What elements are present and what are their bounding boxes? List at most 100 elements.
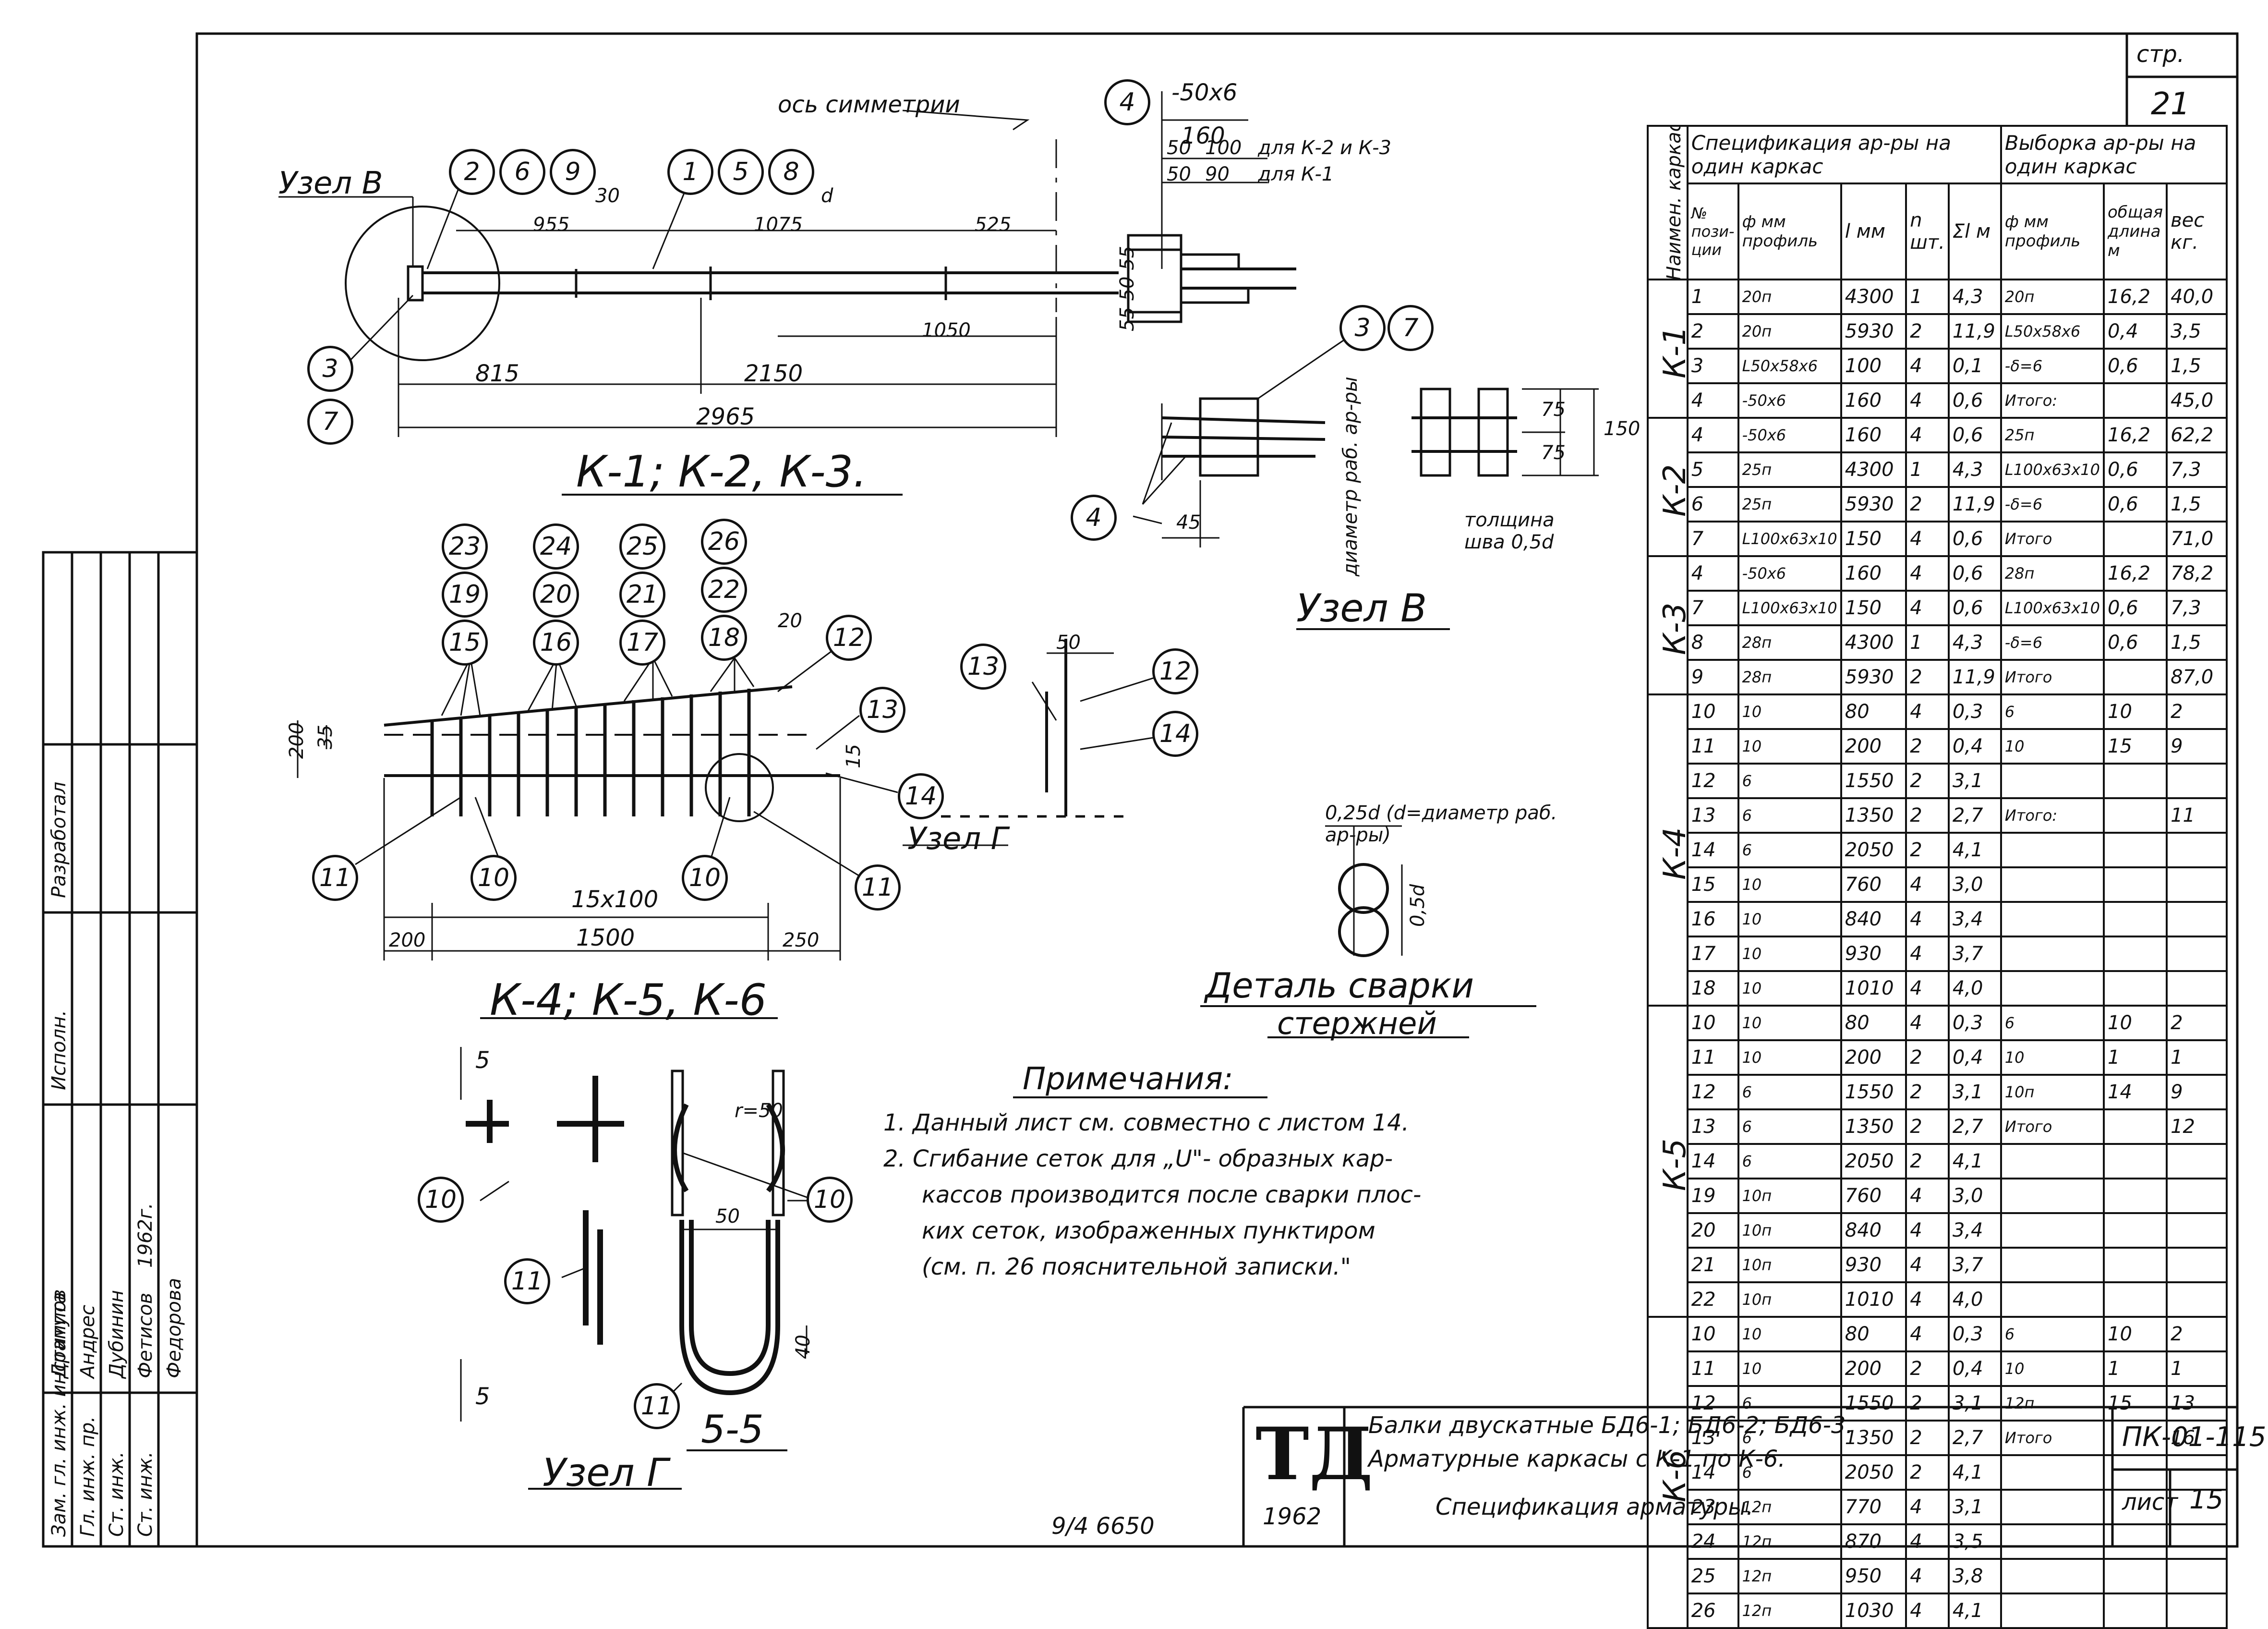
table-cell: 1,5 xyxy=(2166,486,2228,523)
table-cell: 200 xyxy=(1840,1350,1907,1387)
table-cell: 1350 xyxy=(1840,1420,1907,1456)
table-cell: 4,1 xyxy=(1947,1143,2002,1179)
dim-label: 20 xyxy=(778,610,802,632)
table-cell: 4 xyxy=(1905,1593,1950,1629)
table-cell xyxy=(2102,866,2168,903)
diameter-label: диаметр раб. ар-ры xyxy=(1339,377,1362,576)
table-cell: 4 xyxy=(1905,590,1950,626)
table-cell: 5930 xyxy=(1840,313,1907,350)
dim-label: 150 xyxy=(1604,418,1641,440)
dim-label: 50 xyxy=(1167,163,1191,185)
marker: 8 xyxy=(768,149,814,195)
table-cell: 4,3 xyxy=(1947,624,2002,661)
notes-title: Примечания: xyxy=(1023,1061,1233,1097)
table-cell: 2 xyxy=(1905,1108,1950,1145)
table-cell xyxy=(2102,1281,2168,1318)
table-cell: 16,2 xyxy=(2102,555,2168,592)
table-cell: 21 xyxy=(1686,1247,1739,1283)
table-cell: 6 xyxy=(1686,486,1739,523)
table-cell xyxy=(2102,1454,2168,1491)
table-cell: 6 xyxy=(1737,1454,1842,1491)
frame-name-cell: К-6 xyxy=(1647,1316,1689,1629)
table-cell: 26 xyxy=(1686,1593,1739,1629)
table-cell: 80 xyxy=(1840,1005,1907,1041)
for-k23-label: для К-2 и К-3 xyxy=(1258,137,1391,159)
table-cell xyxy=(2102,1247,2168,1283)
left-stamp-frame xyxy=(42,551,198,1548)
table-cell: 4,0 xyxy=(1947,1281,2002,1318)
table-cell: 1 xyxy=(1686,279,1739,315)
table-cell: 2050 xyxy=(1840,832,1907,868)
marker: 10 xyxy=(418,1177,464,1223)
table-cell: 4,1 xyxy=(1947,1454,2002,1491)
table-cell xyxy=(2166,901,2228,937)
table-cell: 11,9 xyxy=(1947,313,2002,350)
table-cell: 3,4 xyxy=(1947,901,2002,937)
title-line-3: Спецификация арматуры. xyxy=(1436,1494,1754,1520)
marker: 4 xyxy=(1104,79,1150,125)
table-cell: 1550 xyxy=(1840,1074,1907,1110)
table-cell: 2 xyxy=(2166,693,2228,730)
table-cell: 9 xyxy=(2166,728,2228,765)
table-cell xyxy=(2166,1212,2228,1249)
table-cell xyxy=(2166,970,2228,1007)
table-cell: 4 xyxy=(1905,693,1950,730)
table-cell: 45,0 xyxy=(2166,382,2228,419)
table-cell xyxy=(2000,1178,2105,1214)
table-cell: 17 xyxy=(1686,936,1739,972)
table-cell: 6 xyxy=(2000,1316,2105,1352)
marker: 10 xyxy=(682,855,728,901)
frame-name-cell: К-4 xyxy=(1647,693,1689,1007)
table-cell: 15 xyxy=(2102,728,2168,765)
table-cell: 10 xyxy=(2102,693,2168,730)
table-cell: 0,4 xyxy=(2102,313,2168,350)
table-cell: 2 xyxy=(1905,1039,1950,1076)
weld-thickness-label: толщина шва 0,5d xyxy=(1464,509,1555,553)
table-cell: 6 xyxy=(1737,1143,1842,1179)
marker: 21 xyxy=(619,571,665,618)
table-cell xyxy=(2102,832,2168,868)
table-cell: 10п xyxy=(1737,1178,1842,1214)
table-cell: 1 xyxy=(1905,451,1950,488)
table-cell: 10 xyxy=(1686,693,1739,730)
weld-detail-drawing xyxy=(1200,825,1536,1038)
dim-label: 55 50 55 xyxy=(1116,245,1138,331)
dim-label: 50 xyxy=(1167,137,1191,159)
table-cell: 840 xyxy=(1840,1212,1907,1249)
table-cell: Итого xyxy=(2000,1108,2105,1145)
table-cell: 4 xyxy=(1905,1212,1950,1249)
table-cell xyxy=(2102,521,2168,557)
table-cell: 1010 xyxy=(1840,1281,1907,1318)
dim-label: 1075 xyxy=(754,214,803,236)
dim-label: 815 xyxy=(475,360,519,387)
table-cell: 0,6 xyxy=(1947,521,2002,557)
table-cell: 28п xyxy=(1737,624,1842,661)
stamp-date: 1962г. xyxy=(134,1203,157,1268)
stamp-col: Разработал xyxy=(48,781,70,898)
drawing-sheet: стр. 21 ось симметрии Узел В 2 6 9 1 5 8… xyxy=(42,32,2266,1629)
table-cell: 3,1 xyxy=(1947,763,2002,799)
table-cell: 2,7 xyxy=(1947,1420,2002,1456)
spec-title: Спецификация ар-ры на один каркас xyxy=(1686,125,2002,184)
note-line: (см. п. 26 пояснительной записки." xyxy=(922,1253,1351,1280)
table-cell: 100 xyxy=(1840,348,1907,384)
table-cell: 0,6 xyxy=(2102,348,2168,384)
table-cell: 19 xyxy=(1686,1178,1739,1214)
table-cell: 14 xyxy=(1686,1143,1739,1179)
table-cell: 1550 xyxy=(1840,1385,1907,1422)
table-cell: L50x58x6 xyxy=(2000,313,2105,350)
table-cell: 840 xyxy=(1840,901,1907,937)
table-cell: 0,4 xyxy=(1947,1350,2002,1387)
marker: 26 xyxy=(701,519,747,565)
stamp-sign-note: Федорова xyxy=(163,1277,185,1378)
table-cell: 10 xyxy=(1737,728,1842,765)
dim-label: 200 xyxy=(286,722,308,759)
table-cell: L50x58x6 xyxy=(1737,348,1842,384)
table-cell: 2 xyxy=(1905,763,1950,799)
table-cell: 5 xyxy=(1686,451,1739,488)
